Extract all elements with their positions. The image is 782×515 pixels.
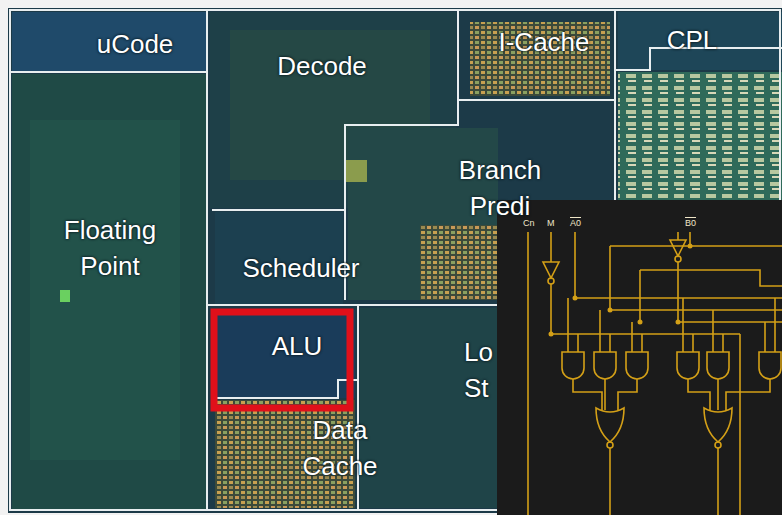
signal-name: A0 [570,218,581,228]
region-label: CPL [652,22,732,58]
region-name: ALU [257,328,337,364]
region-name: Data Cache [290,412,390,484]
region-name: Decode [262,48,382,84]
region-name: Branch Predi [440,152,560,224]
region-name: Floating Point [35,212,185,284]
signal-name: M [547,218,555,228]
region-label: uCode [80,26,190,62]
signal-name: B0 [684,218,697,229]
region-label: Branch Predi [440,152,560,224]
region-label: Decode [262,48,382,84]
signal-name: Cn [523,218,535,228]
region-name: Lo St [464,334,504,406]
region-name: CPL [652,22,732,58]
alu-label: ALU [257,328,337,364]
region-label: Data Cache [290,412,390,484]
logic-schematic [497,200,782,515]
region-name: Scheduler [226,250,376,286]
region-name: I-Cache [484,24,604,60]
signal-name: Cn [522,218,536,229]
region-label: I-Cache [484,24,604,60]
region-name: uCode [80,26,190,62]
signal-name: M [546,218,556,229]
region-label: Floating Point [35,212,185,284]
region-label: Scheduler [226,250,376,286]
signal-name: B0 [685,218,696,228]
region-label: Lo St [464,334,504,406]
signal-name: A0 [569,218,582,229]
